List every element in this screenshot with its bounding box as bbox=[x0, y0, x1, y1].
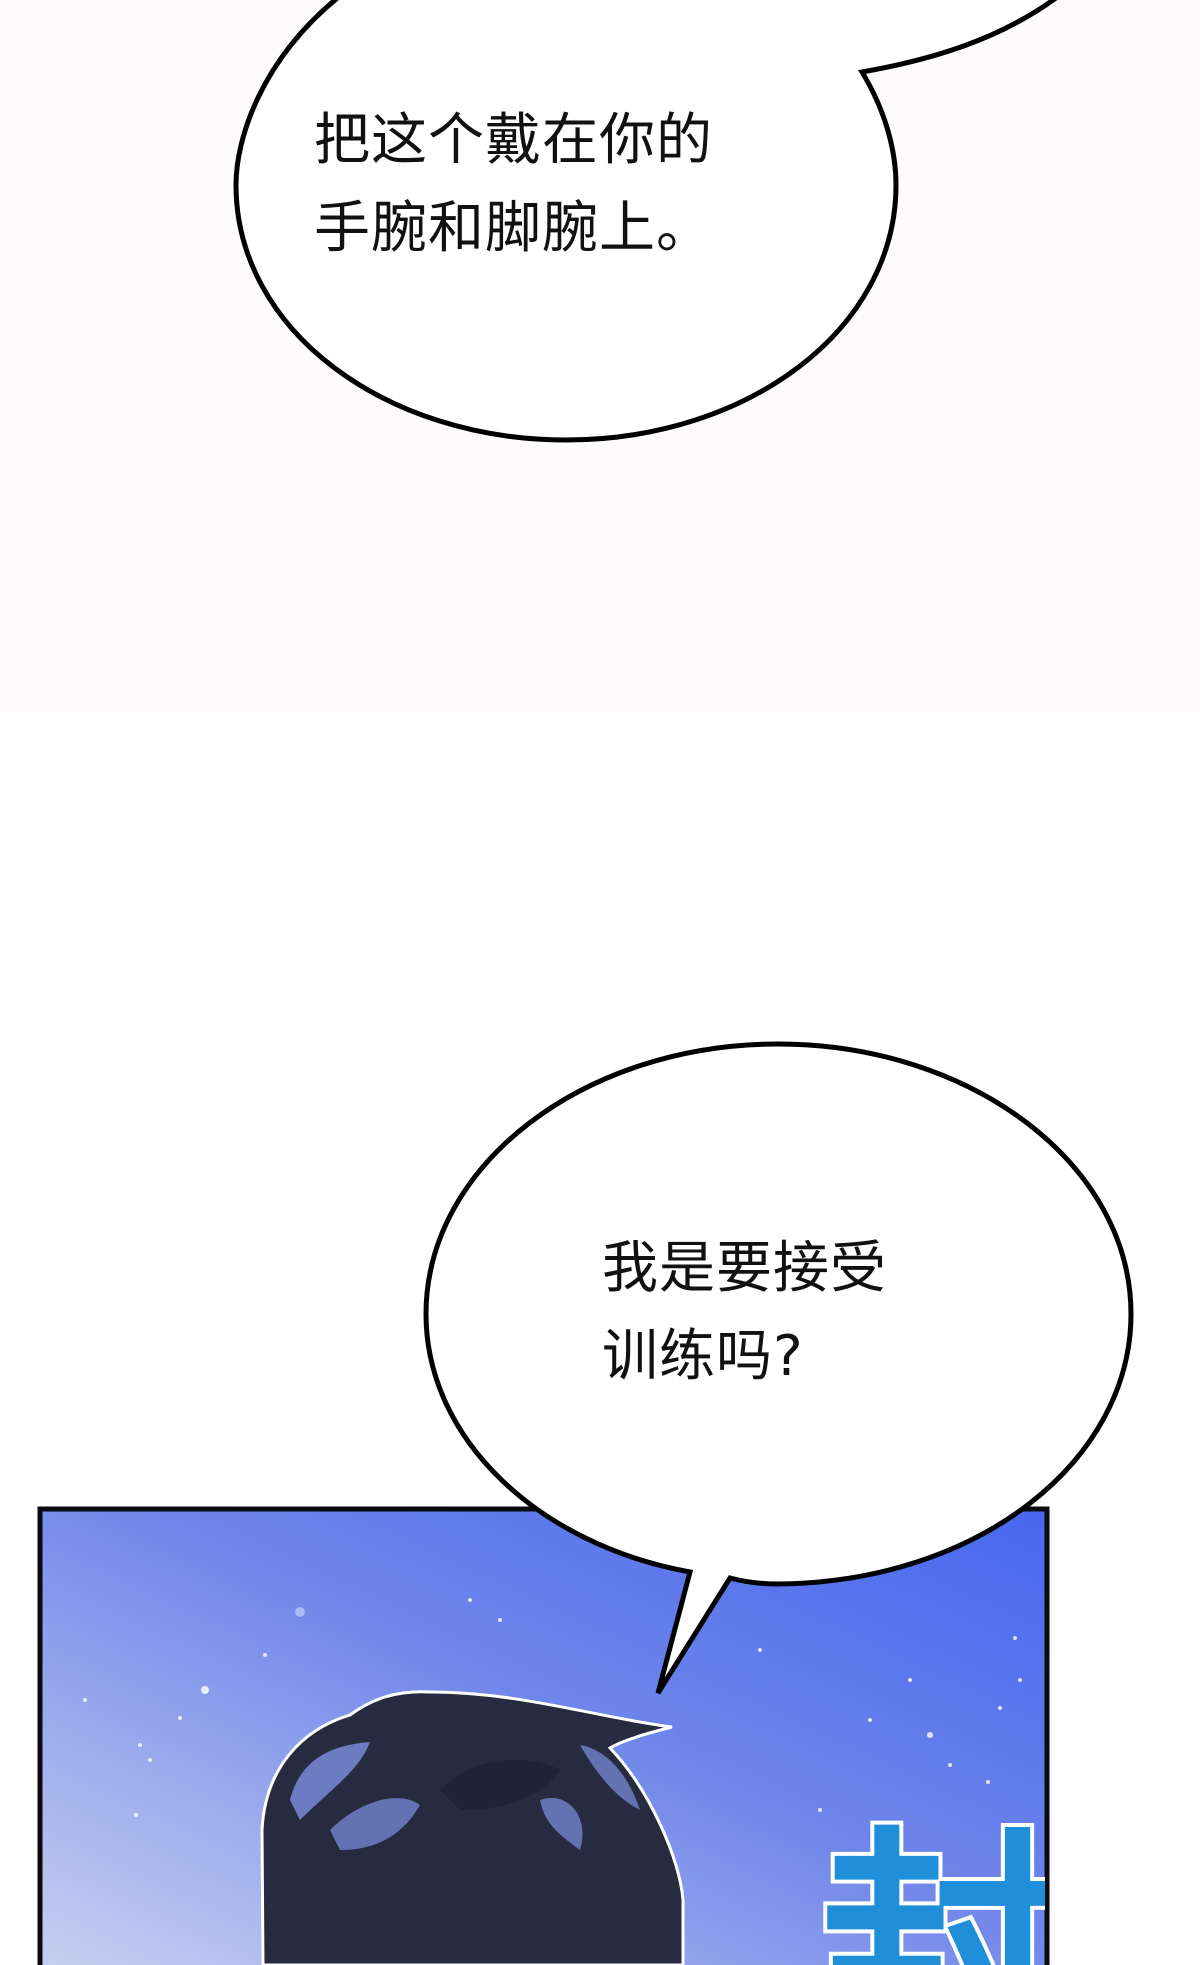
comic-panel: 封 bbox=[37, 1506, 1060, 1965]
bubble-2-line-1: 我是要接受 bbox=[602, 1236, 887, 1301]
bubble-1-text: 把这个戴在你的 手腕和脚腕上。 bbox=[314, 97, 713, 273]
sound-effect: 封 bbox=[816, 1803, 1060, 1965]
bubble-1-line-2: 手腕和脚腕上。 bbox=[314, 196, 713, 261]
bubble-2-text: 我是要接受 训练吗? bbox=[602, 1225, 887, 1401]
character-hair bbox=[260, 1690, 685, 1965]
speech-bubble-1 bbox=[233, 0, 1058, 443]
sky-stars bbox=[83, 1598, 1022, 1817]
speech-bubble-2 bbox=[423, 1041, 1134, 1695]
bubble-2-line-2: 训练吗? bbox=[602, 1324, 804, 1389]
svg-text:封: 封 bbox=[820, 1807, 1060, 1965]
bubble-1-line-1: 把这个戴在你的 bbox=[314, 108, 713, 173]
